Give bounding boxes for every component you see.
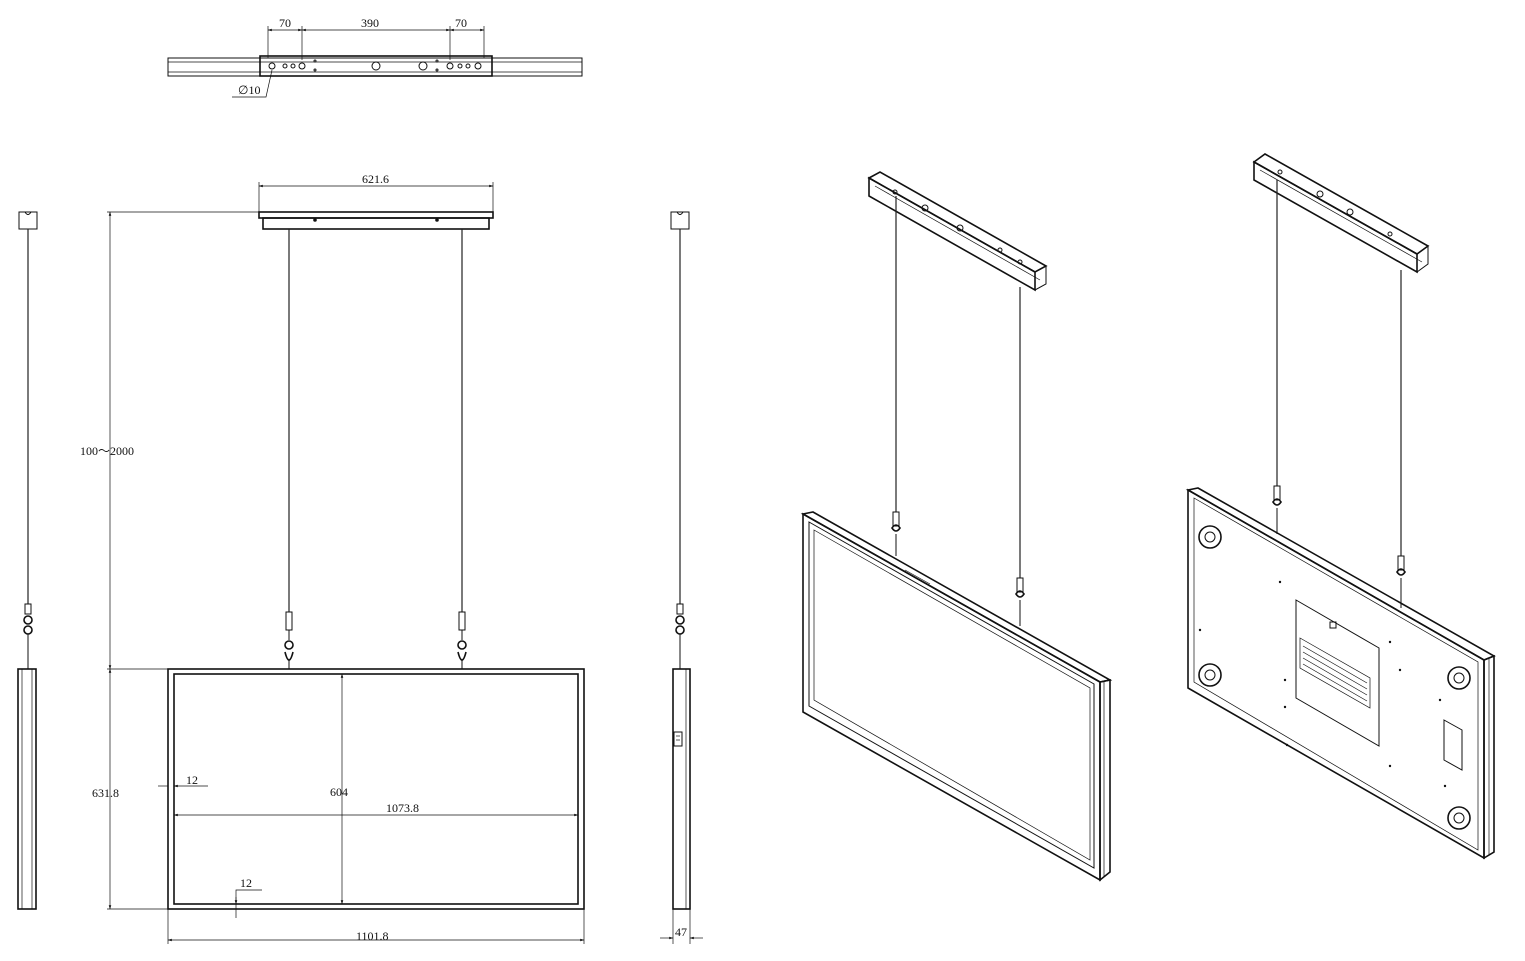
isometric-front-view bbox=[800, 171, 1113, 882]
iso-panel-back bbox=[1185, 487, 1496, 860]
dim-total-width: 1101.8 bbox=[356, 929, 389, 943]
front-view: 621.6 100～2000 bbox=[80, 172, 585, 944]
dim-bezel-side: 12 bbox=[186, 773, 198, 787]
port-cover bbox=[1443, 719, 1463, 771]
iso-bracket-back bbox=[1252, 153, 1430, 274]
iso-turnbuckles-back bbox=[1272, 485, 1406, 608]
dim-depth: 47 bbox=[675, 925, 687, 939]
left-side-view bbox=[17, 211, 38, 910]
isometric-back-view bbox=[1185, 153, 1496, 860]
iso-panel-front bbox=[800, 511, 1113, 882]
iso-bracket-front bbox=[867, 171, 1048, 292]
dim-cable-length: 100～2000 bbox=[80, 444, 134, 458]
dim-bracket-width: 621.6 bbox=[362, 172, 389, 186]
ceiling-bracket bbox=[258, 211, 494, 230]
suspension-cables bbox=[284, 229, 467, 669]
dim-top-left: 70 bbox=[279, 16, 291, 30]
right-side-view: 47 bbox=[660, 211, 703, 944]
dim-inner-height: 604 bbox=[330, 785, 348, 799]
dim-top-right: 70 bbox=[455, 16, 467, 30]
dim-bezel-bottom: 12 bbox=[240, 876, 252, 890]
dim-top-center: 390 bbox=[361, 16, 379, 30]
dim-inner-width: 1073.8 bbox=[386, 801, 419, 815]
mounting-holes bbox=[268, 59, 482, 72]
fan-icons bbox=[1198, 525, 1471, 830]
iso-turnbuckles-front bbox=[891, 511, 1025, 626]
vent-plate bbox=[1295, 599, 1380, 747]
dim-hole-diameter: ∅10 bbox=[238, 83, 260, 97]
dim-total-height: 631.8 bbox=[92, 786, 119, 800]
top-view: 70 390 70 ∅10 bbox=[167, 16, 583, 98]
display-panel-front bbox=[167, 668, 585, 910]
